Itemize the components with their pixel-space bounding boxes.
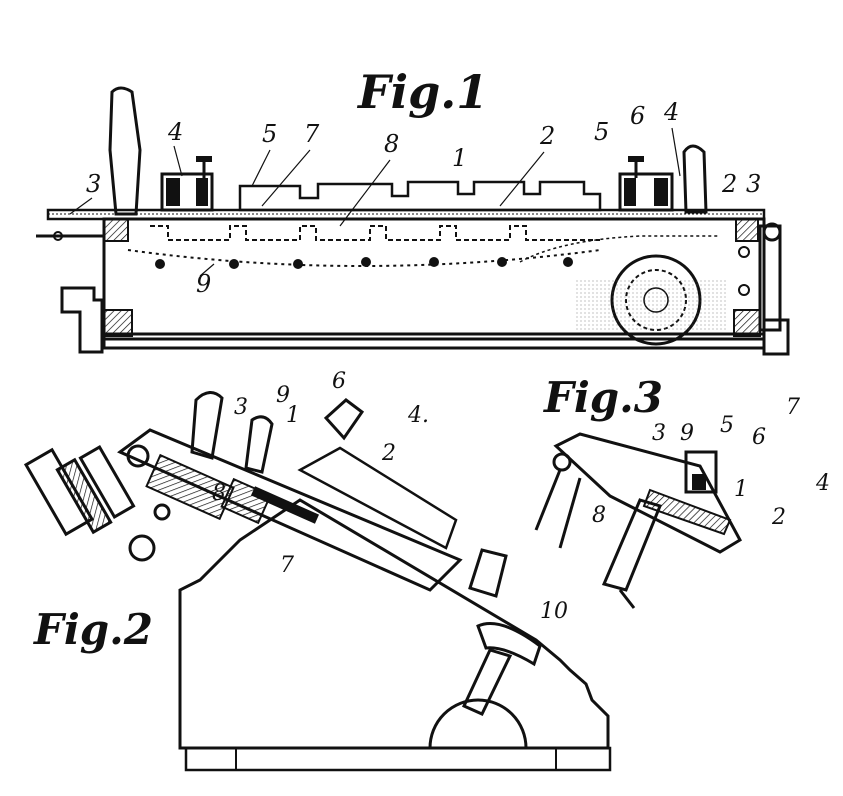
fig3-num-7: 7 (786, 395, 800, 420)
fig2-numerals: 1 2 3 4. 6 7 8 9 10 (212, 369, 568, 624)
fig1-leaders (69, 127, 681, 277)
fig1-num-7: 7 (304, 120, 320, 148)
fig1-right-handle (682, 144, 708, 214)
fig2-knob (468, 548, 508, 598)
fig2-num-7: 7 (280, 553, 294, 578)
fig3-numerals: 1 2 3 4 5 6 7 8 9 (592, 395, 830, 530)
fig1-title: Fig.1 (356, 65, 488, 119)
fig2-num-3: 3 (234, 395, 248, 420)
fig2-mechanism (126, 444, 320, 562)
fig1-balls (155, 257, 573, 269)
fig1-gear-wheel (576, 254, 726, 346)
fig3-num-2: 2 (771, 505, 786, 530)
fig2-num-4: 4. (407, 403, 429, 428)
fig1-num-8: 8 (384, 130, 399, 158)
fig1-num-2b: 2 (721, 170, 737, 198)
fig2-num-8: 8 (212, 481, 226, 506)
fig2-cover-plate (297, 446, 458, 550)
fig1-num-3a: 3 (86, 170, 101, 198)
fig1-num-6: 6 (630, 102, 645, 130)
fig1-right-clamp (618, 156, 674, 212)
fig1-base-rail (102, 332, 766, 350)
fig2-arch (428, 698, 528, 749)
fig2-num-9: 9 (276, 383, 290, 408)
fig3-num-6: 6 (752, 425, 766, 450)
fig1-num-5b: 5 (594, 118, 609, 146)
fig1-right-bracket (738, 222, 790, 356)
fig2-title: Fig.2 (33, 605, 153, 654)
fig1-num-1: 1 (452, 144, 467, 172)
fig1-block-bl (103, 309, 133, 337)
fig1-cam-line (127, 249, 601, 267)
fig1-num-9: 9 (196, 270, 211, 298)
figure-3: Fig.3 1 2 3 4 5 6 7 8 9 (534, 373, 830, 609)
fig3-num-4: 4 (815, 471, 830, 496)
fig2-handle-b (244, 415, 274, 474)
fig1-num-4a: 4 (167, 118, 183, 146)
fig1-num-2a: 2 (539, 122, 555, 150)
fig2-handle-a (190, 391, 224, 460)
fig1-left-handle (108, 86, 142, 216)
fig1-num-4b: 4 (663, 98, 679, 126)
fig2-incline-frame (117, 428, 463, 592)
fig2-lever (476, 622, 542, 667)
fig1-left-foot (60, 286, 104, 354)
fig2-upper-bar (323, 398, 365, 441)
fig2-num-10: 10 (540, 599, 568, 624)
fig1-top-rack (238, 180, 602, 212)
fig2-base-feet (184, 746, 612, 772)
fig3-pivot (552, 452, 572, 472)
fig2-base-body (178, 498, 610, 750)
fig3-num-3: 3 (652, 421, 666, 446)
fig3-arm (601, 498, 663, 592)
fig1-block-tl (103, 218, 129, 242)
fig2-left-gear-stack (23, 445, 136, 537)
fig3-num-1: 1 (734, 477, 748, 502)
fig3-clamp (684, 450, 718, 494)
fig1-left-clamp (160, 156, 214, 212)
fig1-block-br (733, 309, 761, 337)
fig1-num-3b: 3 (746, 170, 761, 198)
fig1-block-tr (735, 218, 759, 242)
fig3-title: Fig.3 (543, 373, 663, 422)
figure-2: Fig.2 (23, 369, 612, 772)
fig3-num-9: 9 (680, 421, 694, 446)
fig3-frame (553, 432, 743, 554)
fig1-numerals: 1 2 2 3 3 4 4 5 5 6 7 8 9 (86, 98, 761, 298)
fig2-num-2: 2 (381, 441, 396, 466)
fig2-num-6: 6 (332, 369, 346, 394)
figure-1: Fig.1 (36, 65, 790, 356)
fig3-num-8: 8 (592, 503, 606, 528)
fig1-housing (102, 217, 766, 341)
fig2-num-1: 1 (286, 403, 300, 428)
fig1-inner-rack (150, 225, 600, 241)
fig3-num-5: 5 (720, 413, 734, 438)
fig1-num-5a: 5 (262, 120, 277, 148)
